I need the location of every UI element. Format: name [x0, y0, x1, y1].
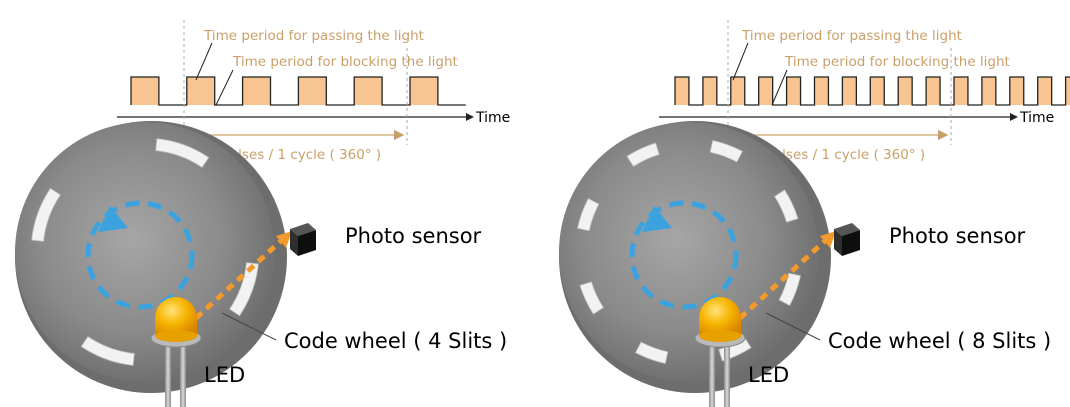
- wheel-slit: [155, 138, 210, 168]
- cycle-label: 8 Pulses / 1 cycle ( 360° ): [753, 147, 925, 163]
- light-pulse: [410, 77, 438, 105]
- wheel-leader-line: [765, 312, 821, 341]
- passing-leader-line: [195, 42, 213, 81]
- light-pulse: [730, 77, 745, 105]
- rotation-arrow-head-icon: [98, 206, 128, 232]
- time-label: Time: [475, 110, 510, 126]
- light-pulse: [702, 77, 717, 105]
- light-pulse: [842, 77, 857, 105]
- light-beam-arrow-icon: [820, 231, 836, 248]
- light-pulse: [981, 77, 996, 105]
- pulse-train: [674, 76, 1070, 106]
- wheel-face: [15, 122, 275, 382]
- rotation-arrow: [85, 200, 195, 310]
- wheel-slit: [626, 142, 660, 168]
- rotation-arrow-head-icon: [642, 206, 672, 232]
- photo-sensor-label: Photo sensor: [345, 224, 482, 248]
- light-pulse: [354, 77, 383, 105]
- light-pulse: [814, 77, 829, 105]
- light-beam-arrow-icon: [276, 231, 292, 248]
- wheel-slit: [31, 187, 61, 242]
- wheel-slit: [80, 336, 135, 366]
- photo-sensor-label: Photo sensor: [889, 224, 1026, 248]
- wheel-slits: [31, 138, 259, 366]
- light-pulse: [758, 77, 773, 105]
- light-pulse: [954, 77, 968, 105]
- photo-sensor-icon: [290, 223, 316, 256]
- light-pulse: [131, 77, 159, 105]
- led-label: LED: [204, 363, 245, 387]
- light-pulse: [870, 77, 885, 105]
- cycle-label: 4 Pulses / 1 cycle ( 360° ): [209, 147, 381, 163]
- blocking-leader-line: [771, 69, 788, 106]
- led-icon: [150, 297, 202, 407]
- wheel-slit: [709, 140, 744, 163]
- time-axis-arrow-icon: [1010, 113, 1018, 121]
- light-pulse: [242, 77, 271, 105]
- code-wheel: [15, 121, 287, 393]
- code-wheel: [559, 121, 831, 393]
- passing-label: Time period for passing the light: [203, 28, 424, 44]
- rotation-arrow: [629, 200, 739, 310]
- light-pulse: [1037, 77, 1052, 105]
- wheel-slit: [229, 262, 259, 317]
- light-pulse: [786, 77, 801, 105]
- pulse-waveform: [130, 76, 466, 106]
- blocking-label: Time period for blocking the light: [784, 54, 1010, 70]
- wheel-slit: [634, 341, 669, 364]
- led-label: LED: [748, 363, 789, 387]
- passing-label: Time period for passing the light: [741, 28, 962, 44]
- light-beam: [194, 238, 284, 320]
- passing-leader-line: [732, 42, 749, 81]
- panel-4-slits: Time 4 Pulses / 1 cycle ( 360° ) Time pe…: [15, 20, 510, 407]
- wheel-slit: [778, 272, 801, 307]
- photo-sensor-icon: [834, 223, 860, 256]
- wheel-slit: [579, 281, 605, 315]
- code-wheel-label: Code wheel ( 4 Slits ): [284, 329, 507, 353]
- led-icon: [694, 297, 746, 407]
- light-pulse: [1065, 77, 1070, 105]
- light-pulse: [926, 77, 941, 105]
- light-pulse: [186, 77, 215, 105]
- wheel-slit: [773, 189, 799, 223]
- time-axis-arrow-icon: [466, 113, 474, 121]
- wheel-leader-line: [221, 312, 277, 341]
- light-pulse: [1009, 77, 1024, 105]
- panel-8-slits: Time 8 Pulses / 1 cycle ( 360° ) Time pe…: [559, 20, 1070, 407]
- pulse-waveform: [674, 76, 1070, 106]
- light-pulse: [675, 77, 689, 105]
- pulse-train: [130, 76, 466, 106]
- wheel-face: [559, 122, 819, 382]
- code-wheel-label: Code wheel ( 8 Slits ): [828, 329, 1051, 353]
- wheel-slit: [577, 197, 600, 232]
- blocking-label: Time period for blocking the light: [232, 54, 458, 70]
- light-pulse: [898, 77, 913, 105]
- blocking-leader-line: [215, 69, 234, 106]
- time-label: Time: [1019, 110, 1054, 126]
- light-pulse: [298, 77, 327, 105]
- light-beam: [738, 238, 828, 320]
